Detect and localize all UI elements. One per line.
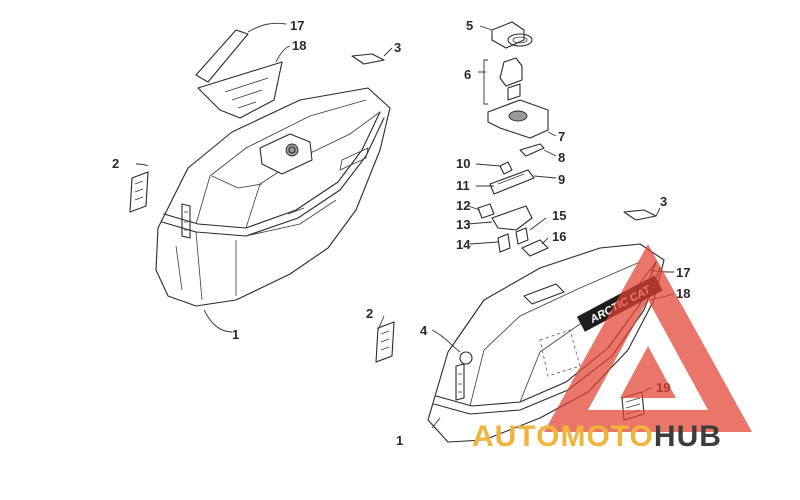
decal-18-left [197, 61, 283, 119]
callout-7: 7 [558, 129, 565, 144]
callout-2-left: 2 [112, 156, 119, 171]
callout-labels: 17 18 3 2 1 5 6 7 8 9 10 11 12 13 14 15 … [112, 18, 690, 448]
callout-5: 5 [466, 18, 473, 33]
callout-3-right: 3 [660, 194, 667, 209]
callout-13: 13 [456, 217, 470, 232]
callout-1-left: 1 [232, 327, 239, 342]
callout-12: 12 [456, 198, 470, 213]
callout-10: 10 [456, 156, 470, 171]
callout-6: 6 [464, 67, 471, 82]
reflector-2-left [129, 171, 149, 213]
reflector-2-right [375, 321, 395, 363]
callout-17-left: 17 [290, 18, 304, 33]
callout-2-right: 2 [366, 306, 373, 321]
callout-18-right: 18 [676, 286, 690, 301]
callout-9: 9 [558, 172, 565, 187]
callout-14: 14 [456, 237, 471, 252]
callout-11: 11 [456, 178, 470, 193]
trim-3-left [351, 53, 385, 65]
left-case-body [155, 87, 391, 307]
callout-8: 8 [558, 150, 565, 165]
callout-16: 16 [552, 229, 566, 244]
callout-3-left: 3 [394, 40, 401, 55]
trim-3-right [623, 209, 657, 221]
callout-4: 4 [420, 323, 428, 338]
callout-18-left: 18 [292, 38, 306, 53]
left-saddlebag [155, 29, 391, 307]
decal-17-left [195, 29, 249, 83]
right-saddlebag: ARCTIC CAT [427, 243, 665, 443]
callout-15: 15 [552, 208, 566, 223]
lock-assembly [477, 21, 549, 257]
left-lock [259, 133, 313, 175]
callout-1-right: 1 [396, 433, 403, 448]
callout-17-right: 17 [676, 265, 690, 280]
callout-19: 19 [656, 380, 670, 395]
